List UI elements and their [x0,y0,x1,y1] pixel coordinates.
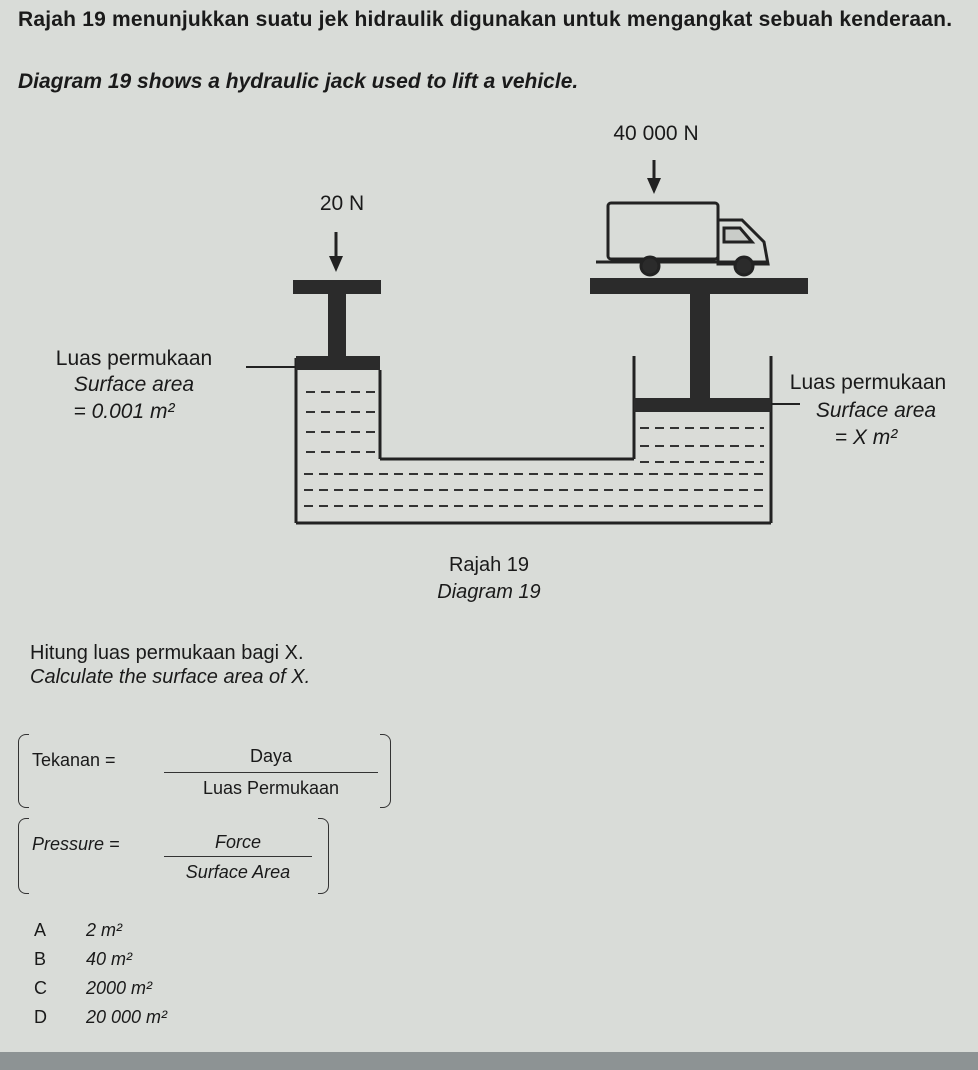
answer-options: A 2 m² B 40 m² C 2000 m² D 20 000 m² [34,916,167,1032]
page-edge-strip [0,1052,978,1070]
bracket-right [380,734,391,808]
small-area-label-ms: Luas permukaan [56,347,212,370]
diagram-caption-english: Diagram 19 [437,581,541,603]
question-text-malay: Rajah 19 menunjukkan suatu jek hidraulik… [18,8,953,31]
option-letter: A [34,920,47,940]
option-text: 40 m² [86,949,133,969]
small-piston [293,280,381,370]
diagram-caption-malay: Rajah 19 [448,554,530,576]
option-text: 2000 m² [86,978,153,998]
option-text: 20 000 m² [86,1007,168,1027]
option-letter: D [34,1007,47,1027]
large-area-label-ms: Luas permukaan [790,371,946,394]
option-b[interactable]: B 40 m² [34,945,167,974]
formula-malay: Tekanan = Daya Luas Permukaan [18,732,398,812]
formula-english: Pressure = Force Surface Area [18,816,338,898]
bracket-right [318,818,329,894]
formula-english-lhs: Pressure = [32,834,120,854]
task-text-malay: Hitung luas permukaan bagi X. [30,642,304,664]
option-letter: B [34,949,47,969]
hydraulic-jack-diagram: 40 000 N 20 N Luas permukaan Surface are… [56,122,946,525]
vehicle-van [596,201,770,277]
option-text: 2 m² [86,920,122,940]
option-c[interactable]: C 2000 m² [34,974,167,1003]
fraction-bar [164,772,378,773]
fraction-bar [164,856,312,857]
bracket-left [18,818,29,894]
formula-malay-lhs: Tekanan = [32,750,116,770]
large-piston [590,278,808,412]
small-area-label-en: Surface area [74,373,194,396]
large-area-value: = X m² [835,426,898,449]
large-force-label: 40 000 N [613,122,698,145]
small-area-value: = 0.001 m² [74,400,176,423]
small-force-label: 20 N [320,192,364,215]
option-d[interactable]: D 20 000 m² [34,1003,167,1032]
question-text-english: Diagram 19 shows a hydraulic jack used t… [18,70,579,93]
bracket-left [18,734,29,808]
liquid-dashes [304,391,766,507]
large-area-label-en: Surface area [816,399,936,422]
small-force-arrow [329,232,343,272]
formula-english-denominator: Surface Area [185,862,291,882]
task-text-english: Calculate the surface area of X. [30,666,311,688]
formula-english-numerator: Force [214,832,261,852]
formula-malay-denominator: Luas Permukaan [202,778,340,798]
hydraulic-liquid [296,372,770,522]
option-a[interactable]: A 2 m² [34,916,167,945]
option-letter: C [34,978,47,998]
formula-malay-numerator: Daya [249,746,293,766]
large-force-arrow [647,160,661,194]
